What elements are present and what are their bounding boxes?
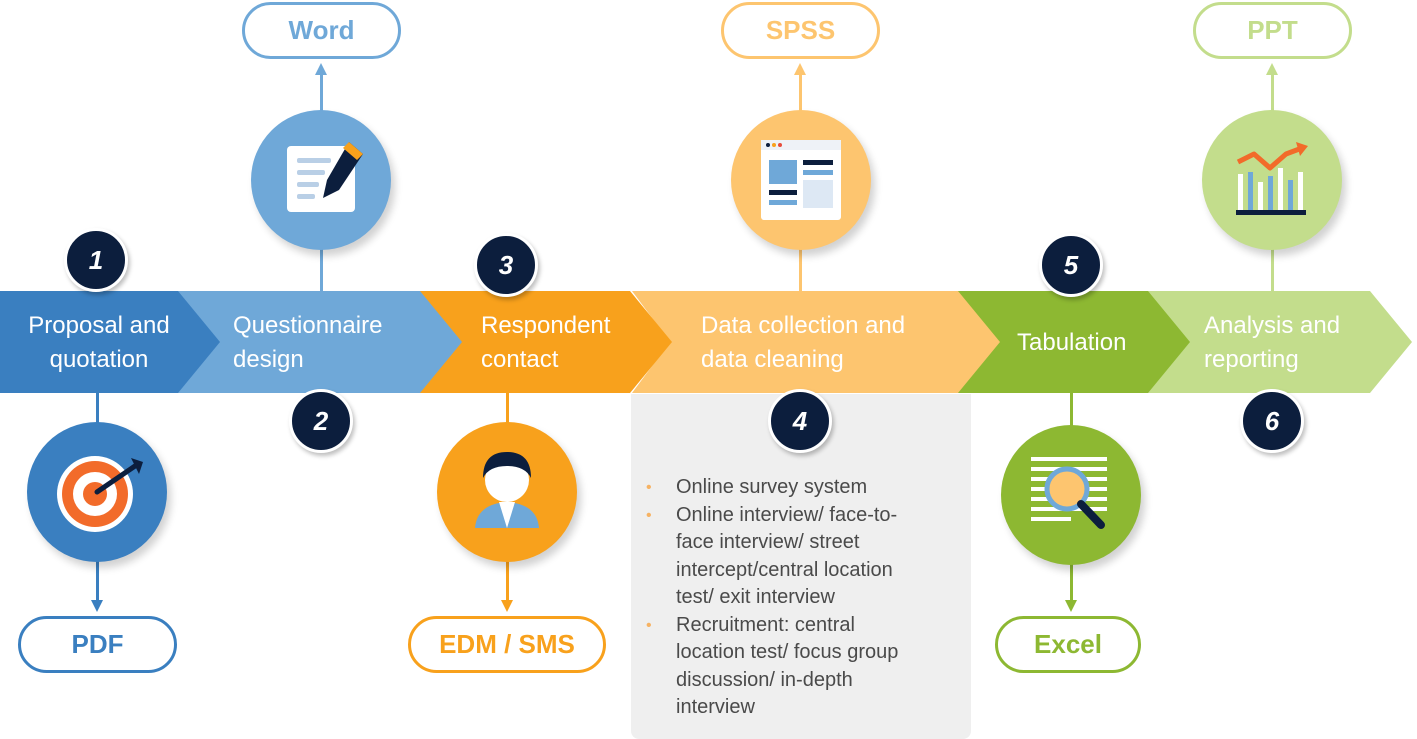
output-edm-sms-label: EDM / SMS — [439, 629, 575, 659]
step-5-label: Tabulation — [1017, 326, 1126, 360]
step-3-icon-circle — [437, 422, 577, 562]
output-edm-sms-pill: EDM / SMS — [408, 616, 606, 673]
step-5-number-badge: 5 — [1039, 233, 1103, 297]
browser-window-icon — [761, 140, 841, 220]
step-1-number-badge: 1 — [64, 228, 128, 292]
step-6-label-line1: Analysis and — [1204, 312, 1341, 339]
list-item-text: Online survey system — [676, 476, 868, 498]
list-item: • Recruitment: central location test/ fo… — [646, 612, 961, 722]
list-item: • Online interview/ face-to- face interv… — [646, 502, 961, 612]
arrow-segment-4 — [632, 291, 1000, 393]
step-2-label-line2: design — [233, 346, 304, 373]
list-item-text: Recruitment: central — [676, 613, 855, 636]
step-3-label-line2: contact — [481, 346, 559, 373]
arrow-segment-3 — [410, 291, 672, 393]
output-pdf-label: PDF — [71, 629, 124, 659]
step-2-number: 2 — [313, 405, 329, 436]
step-2-icon-circle — [251, 110, 391, 250]
output-word-pill: Word — [242, 2, 401, 59]
data-collection-details-list: • Online survey system • Online intervie… — [646, 474, 961, 722]
step-1-number: 1 — [88, 244, 104, 275]
step-4-icon-circle — [731, 110, 871, 250]
step-4-number-badge: 4 — [768, 389, 832, 453]
output-ppt-pill: PPT — [1193, 2, 1352, 59]
step-6-label: Analysis and reporting — [1204, 309, 1340, 377]
step-3-label-line1: Respondent — [481, 312, 611, 339]
list-item-text: Online interview/ face-to- — [676, 503, 898, 526]
chart-trend-icon — [1236, 142, 1308, 215]
step-5-label-line1: Tabulation — [1017, 329, 1127, 356]
list-item-text: interview — [676, 696, 755, 718]
step-6-arrowhead — [1266, 63, 1278, 75]
step-6-icon-circle — [1202, 110, 1342, 250]
arrow-segment-1 — [0, 291, 220, 393]
person-icon — [475, 452, 539, 528]
step-1-label-line1: Proposal and — [28, 312, 170, 339]
step-3-label: Respondent contact — [481, 309, 610, 377]
step-3-number-badge: 3 — [474, 233, 538, 297]
output-excel-label: Excel — [1034, 629, 1102, 659]
step-2-arrowhead — [315, 63, 327, 75]
magnifier-table-icon — [1031, 457, 1107, 529]
step-1-icon-circle — [27, 422, 167, 562]
output-pdf-pill: PDF — [18, 616, 177, 673]
step-6-number-badge: 6 — [1240, 389, 1304, 453]
output-spss-label: SPSS — [765, 15, 836, 45]
step-4-label: Data collection and data cleaning — [701, 309, 905, 377]
target-icon — [57, 456, 143, 532]
step-5-arrowhead — [1065, 600, 1077, 612]
step-2-label: Questionnaire design — [233, 309, 382, 377]
bullet-icon: • — [646, 506, 652, 524]
step-6-number: 6 — [1264, 405, 1280, 436]
step-3-number: 3 — [498, 249, 514, 280]
list-item-text: face interview/ street — [676, 531, 860, 553]
step-5-number: 5 — [1063, 249, 1079, 280]
step-5-icon-circle — [1001, 425, 1141, 565]
step-4-label-line1: Data collection and — [701, 312, 906, 339]
list-item-text: test/ exit interview — [676, 586, 835, 608]
list-item: • Online survey system — [646, 474, 961, 502]
bullet-icon: • — [646, 479, 652, 496]
step-6-label-line2: reporting — [1204, 346, 1299, 373]
step-2-label-line1: Questionnaire — [233, 312, 383, 339]
step-2-number-badge: 2 — [289, 389, 353, 453]
step-1-label: Proposal and quotation — [18, 309, 180, 377]
output-word-label: Word — [288, 15, 355, 45]
step-4-label-line2: data cleaning — [701, 346, 844, 373]
document-edit-icon — [287, 142, 363, 212]
output-excel-pill: Excel — [995, 616, 1141, 673]
list-item-text: intercept/central location — [676, 558, 893, 581]
process-arrow-band — [0, 291, 1412, 393]
list-item-text: discussion/ in-depth — [676, 668, 853, 691]
arrow-segment-2 — [170, 291, 462, 393]
output-ppt-label: PPT — [1247, 15, 1298, 45]
step-3-arrowhead — [501, 600, 513, 612]
bullet-icon: • — [646, 616, 652, 634]
step-4-arrowhead — [794, 63, 806, 75]
output-spss-pill: SPSS — [721, 2, 880, 59]
list-item-text: location test/ focus group — [676, 641, 899, 663]
step-1-arrowhead — [91, 600, 103, 612]
step-4-number: 4 — [792, 405, 808, 436]
step-1-label-line2: quotation — [49, 346, 149, 373]
arrow-segment-6 — [1140, 291, 1412, 393]
arrow-segment-5 — [948, 291, 1190, 393]
